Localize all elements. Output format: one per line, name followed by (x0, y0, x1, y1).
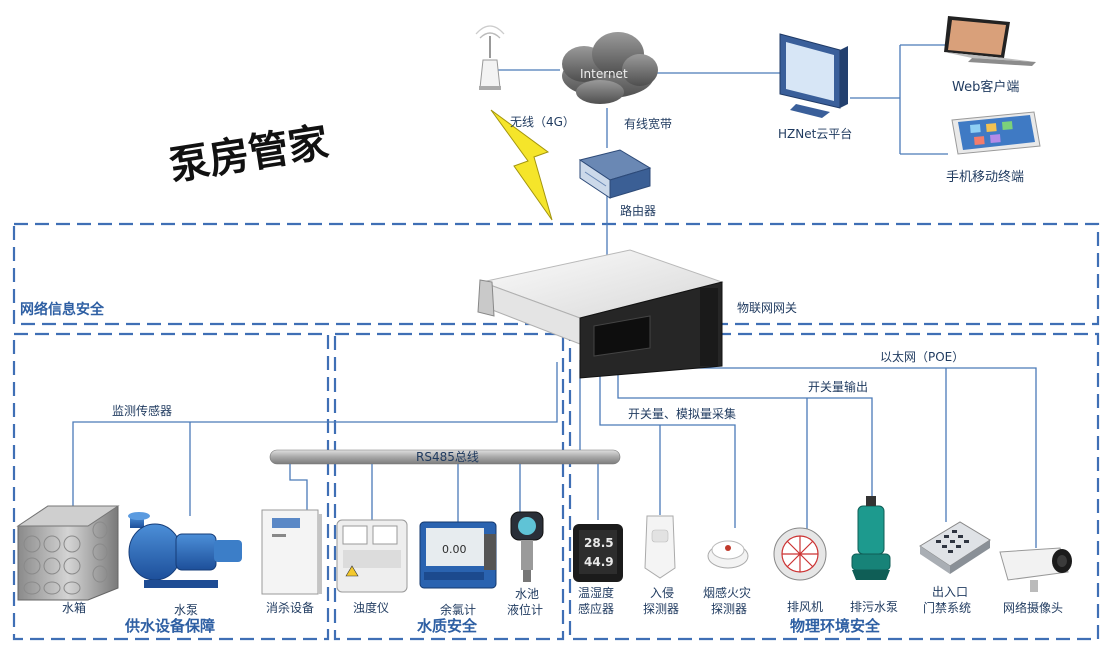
exhaust-fan-label: 排风机 (787, 600, 823, 614)
chlorine-readout: 0.00 (442, 543, 467, 556)
temp-humid-label-2: 感应器 (578, 601, 614, 616)
smoke-label-2: 探测器 (711, 602, 747, 616)
sewage-pump-label: 排污水泵 (850, 600, 898, 614)
access-label-2: 门禁系统 (923, 600, 971, 615)
physical-env-section-label: 物理环境安全 (790, 617, 881, 635)
ethernet-poe-line (640, 367, 1037, 548)
platform-to-clients-line (850, 44, 948, 155)
camera-label: 网络摄像头 (1003, 600, 1063, 615)
ethernet-poe-label: 以太网（POE） (880, 349, 964, 364)
temp-readout: 28.5 (584, 536, 614, 550)
monitor-sensor-line (72, 362, 558, 516)
disinfect-label: 消杀设备 (266, 600, 314, 615)
internet-label: Internet (580, 67, 628, 81)
water-pump-icon (128, 512, 242, 588)
turbidity-meter-icon (336, 519, 408, 593)
mobile-client-label: 手机移动终端 (946, 169, 1024, 185)
water-pump-label: 水泵 (174, 603, 198, 617)
router-icon (578, 149, 652, 199)
switch-analog-line (599, 362, 736, 528)
chlorine-meter-icon (419, 521, 497, 589)
switch-output-line (617, 362, 873, 532)
water-supply-section-label: 供水设备保障 (124, 617, 215, 635)
rs485-bus-pipe (269, 449, 621, 465)
internet-to-platform-line (496, 69, 780, 74)
web-client-label: Web客户端 (952, 79, 1019, 95)
page-title: 泵房管家 (166, 119, 331, 189)
access-keypad-icon (919, 521, 991, 574)
water-tank-label: 水箱 (62, 600, 86, 615)
laptop-icon (944, 16, 1036, 66)
tablet-icon (951, 111, 1041, 155)
chlorine-label: 余氯计 (440, 602, 476, 617)
physical-env-frame (568, 332, 1100, 641)
sewage-pump-icon (851, 496, 891, 580)
disinfection-cabinet-icon (261, 509, 322, 595)
intrusion-label-1: 入侵 (650, 585, 674, 600)
pool-level-label-2: 液位计 (507, 602, 543, 617)
exhaust-fan-icon (773, 527, 827, 581)
temp-humidity-sensor-icon (573, 524, 623, 582)
humid-readout: 44.9 (584, 555, 614, 569)
water-tank-icon (16, 505, 120, 601)
wireless-lightning-icon (490, 109, 553, 221)
network-camera-icon (999, 547, 1072, 592)
gateway-label: 物联网网关 (737, 301, 797, 315)
info-security-section-label: 网络信息安全 (20, 301, 105, 318)
cloud-platform-monitor-icon (779, 33, 848, 118)
rs485-label: RS485总线 (416, 450, 479, 464)
antenna-icon (475, 25, 505, 90)
temp-humid-label-1: 温湿度 (578, 585, 614, 600)
water-supply-frame (12, 332, 330, 641)
broadband-label: 有线宽带 (624, 116, 672, 131)
water-quality-section-label: 水质安全 (417, 617, 478, 635)
intrusion-label-2: 探测器 (643, 602, 679, 616)
monitor-sensor-label: 监测传感器 (112, 403, 172, 418)
rs485-drops-line (289, 464, 599, 522)
switch-analog-label: 开关量、模拟量采集 (628, 406, 736, 421)
access-label-1: 出入口 (932, 585, 968, 599)
cloud-platform-label: HZNet云平台 (778, 126, 852, 141)
iot-gateway-icon (477, 249, 724, 379)
internet-cloud-icon (562, 32, 658, 104)
intrusion-detector-icon (644, 515, 676, 579)
wireless-label: 无线（4G） (510, 115, 575, 129)
pool-level-label-1: 水池 (515, 587, 539, 601)
level-sensor-icon (510, 511, 544, 582)
turbidity-label: 浊度仪 (353, 600, 389, 615)
water-quality-frame (333, 332, 565, 641)
smoke-detector-icon (707, 540, 749, 569)
router-label: 路由器 (620, 203, 656, 218)
smoke-label-1: 烟感火灾 (703, 585, 751, 600)
switch-output-label: 开关量输出 (808, 379, 868, 394)
